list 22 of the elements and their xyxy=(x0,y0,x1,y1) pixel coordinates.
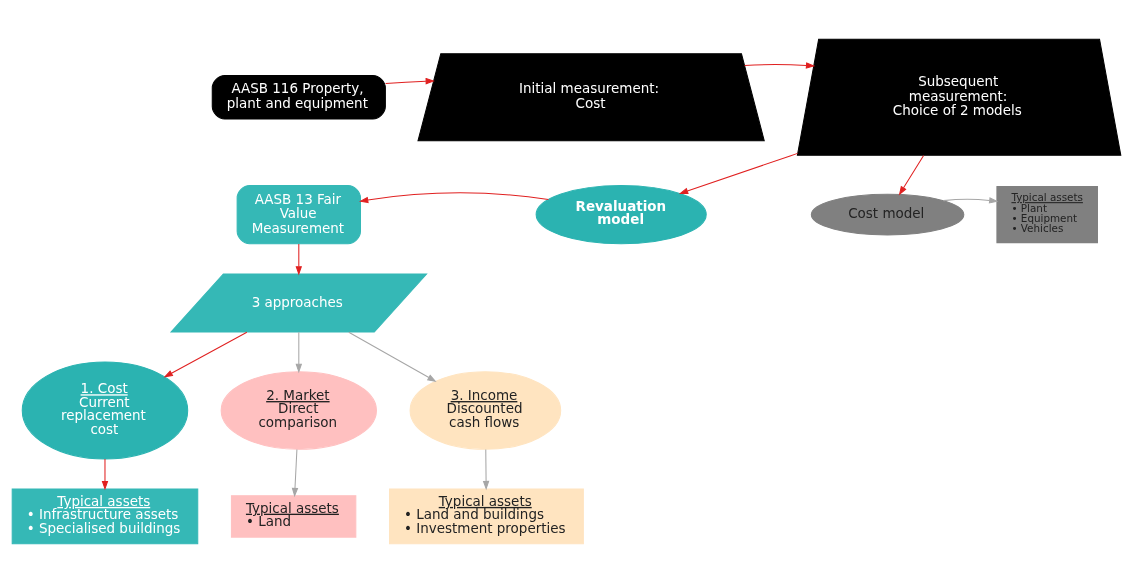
node-box: AASB 116 Property, plant and equipment xyxy=(211,74,386,120)
arrow xyxy=(482,449,490,491)
arrow xyxy=(101,458,109,491)
node-box: Typical assets • Land xyxy=(230,495,357,538)
node-box: Typical assets • Infrastructure assets • Specialised buildings xyxy=(11,488,199,545)
arrow xyxy=(898,155,925,196)
arrow xyxy=(295,331,303,374)
arrow xyxy=(348,331,437,382)
arrow xyxy=(295,243,303,276)
node-box: AASB 13 Fair Value Measurement xyxy=(236,185,361,245)
node-box: Typical assets • Plant • Equipment • Vehicles xyxy=(996,186,1098,244)
arrow xyxy=(678,152,799,194)
arrow xyxy=(385,77,435,85)
arrow xyxy=(358,192,549,204)
arrow xyxy=(291,449,299,498)
arrow xyxy=(942,197,999,204)
arrow xyxy=(163,331,248,378)
arrow xyxy=(744,62,816,69)
node-ellipse: 2. Market Direct comparison xyxy=(220,371,377,450)
node-ellipse: 1. Cost Current replacement cost xyxy=(21,361,189,460)
node-box: Typical assets • Land and buildings • Investment properties xyxy=(389,488,584,545)
node-ellipse: Cost model xyxy=(810,193,965,236)
